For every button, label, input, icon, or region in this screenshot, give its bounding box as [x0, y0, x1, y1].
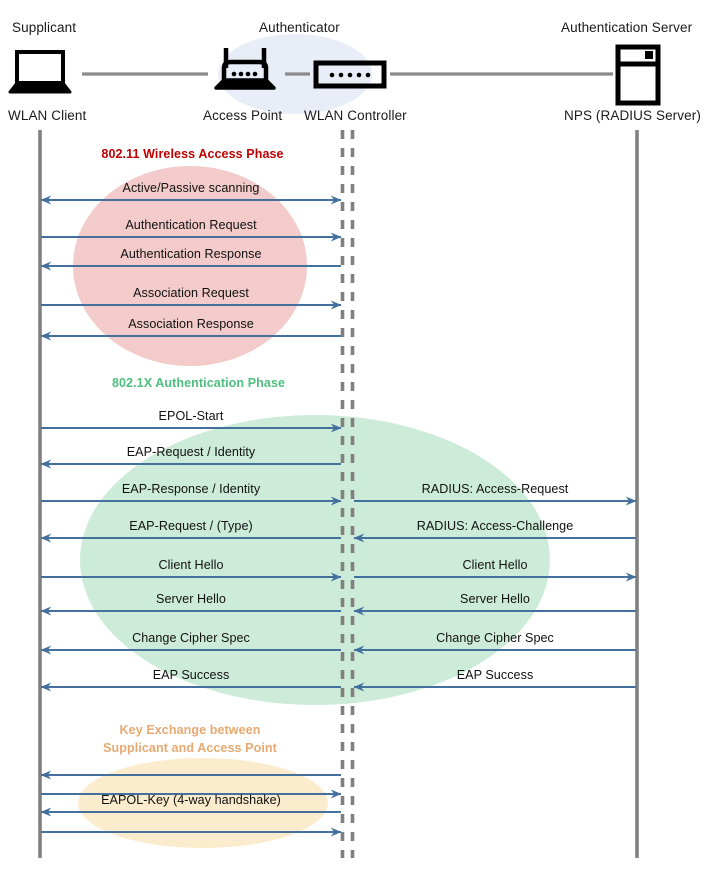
message-label-m03: Authentication Response [120, 247, 262, 261]
message-label-m09: EAP-Request / (Type) [129, 519, 253, 533]
message-label-m12: Change Cipher Spec [132, 631, 250, 645]
message-label-m06: EPOL-Start [158, 409, 224, 423]
device-label-nps-radius-server: NPS (RADIUS Server) [564, 108, 701, 123]
phase-label-wireless-access: 802.11 Wireless Access Phase [101, 147, 284, 161]
message-label-m19: EAP Success [456, 668, 534, 682]
message-label-m11: Server Hello [156, 592, 226, 606]
device-label-wlan-client: WLAN Client [8, 108, 87, 123]
phase-label-key-exchange-line1: Key Exchange between [119, 723, 261, 737]
message-label-m07: EAP-Request / Identity [126, 445, 256, 459]
wireless-router-icon [214, 48, 276, 90]
phase-ellipse-dot1x-authentication [80, 415, 550, 705]
message-label-m10: Client Hello [158, 558, 224, 572]
message-label-m18: Change Cipher Spec [436, 631, 554, 645]
message-label-m15: RADIUS: Access-Challenge [416, 519, 574, 533]
message-label-m02: Authentication Request [125, 218, 257, 232]
phase-label-dot1x-authentication: 802.1X Authentication Phase [111, 376, 286, 390]
phase-ellipse-key-exchange [78, 758, 328, 848]
message-label-m14: RADIUS: Access-Request [421, 482, 569, 496]
message-label-m04: Association Request [133, 286, 249, 300]
message-label-m01: Active/Passive scanning [122, 181, 260, 195]
phase-label-key-exchange-line2: Supplicant and Access Point [103, 741, 277, 756]
message-label-m08: EAP-Response / Identity [121, 482, 261, 496]
phase-label-key-exchange: Key Exchange between Supplicant and Acce… [30, 721, 350, 757]
device-label-access-point: Access Point [203, 108, 283, 123]
message-label-m17: Server Hello [460, 592, 530, 606]
message-label-m22: EAPOL-Key (4-way handshake) [101, 793, 281, 807]
message-arrow-layer [40, 195, 637, 837]
message-label-m16: Client Hello [462, 558, 528, 572]
device-label-wlan-controller: WLAN Controller [304, 108, 407, 123]
message-label-m13: EAP Success [152, 668, 230, 682]
message-label-m05: Association Response [128, 317, 254, 331]
role-title-auth-server: Authentication Server [561, 20, 693, 35]
server-tower-icon [615, 44, 661, 106]
role-title-supplicant: Supplicant [12, 20, 77, 35]
network-switch-icon [313, 60, 387, 89]
role-title-authenticator: Authenticator [259, 20, 340, 35]
laptop-icon [8, 50, 72, 94]
